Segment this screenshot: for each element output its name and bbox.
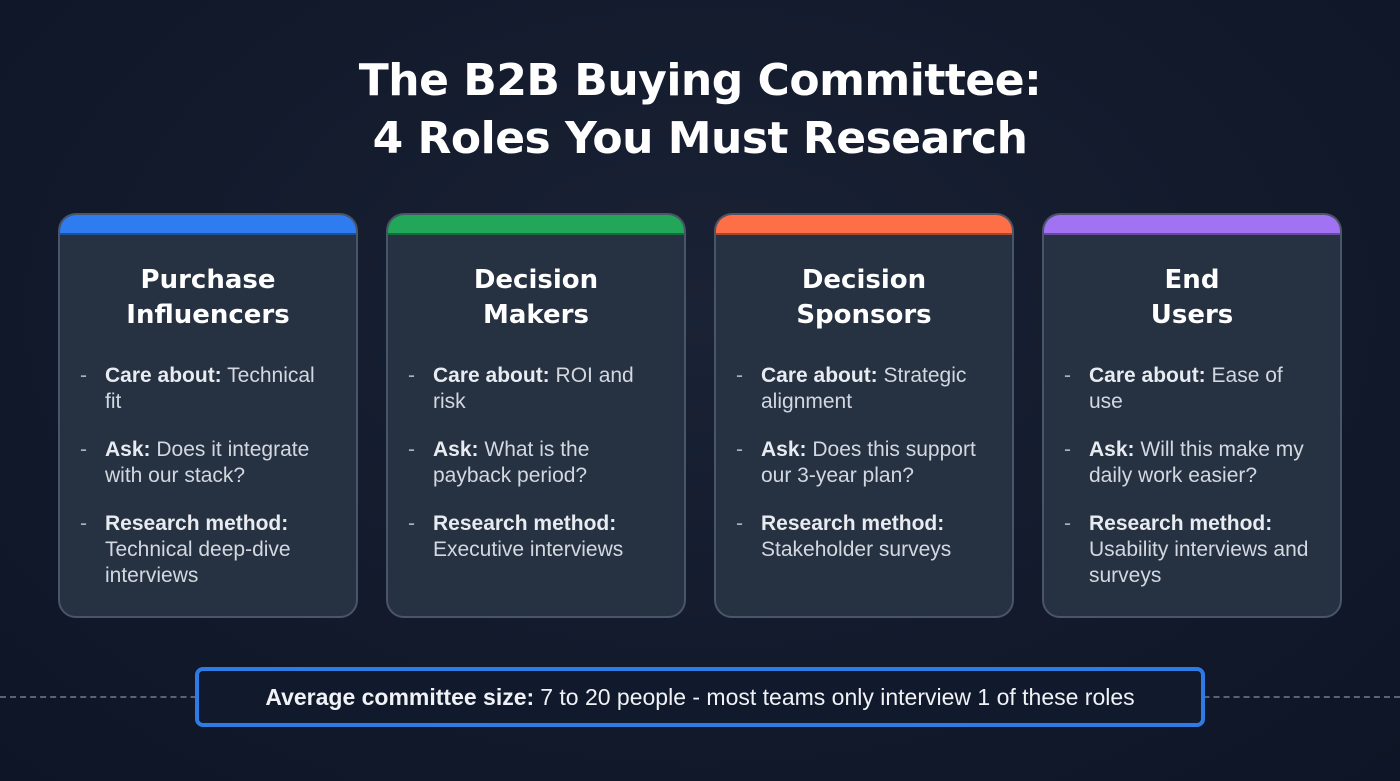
card-title-line-2: Makers bbox=[483, 300, 589, 330]
item-text: Technical deep-dive interviews bbox=[105, 538, 291, 587]
card-items: -Care about: Strategic alignment -Ask: D… bbox=[716, 363, 1012, 563]
bullet-dash: - bbox=[736, 364, 743, 387]
card-items: -Care about: Ease of use -Ask: Will this… bbox=[1044, 363, 1340, 589]
card-decision-sponsors: Decision Sponsors -Care about: Strategic… bbox=[714, 213, 1014, 618]
bullet-dash: - bbox=[736, 438, 743, 461]
item-label: Ask: bbox=[433, 438, 479, 461]
card-title: Purchase Influencers bbox=[60, 263, 356, 333]
item-text: ROI and risk bbox=[433, 364, 634, 413]
bullet-dash: - bbox=[1064, 438, 1071, 461]
item-label: Research method: bbox=[761, 512, 945, 535]
card-accent-bar bbox=[60, 215, 356, 235]
bullet-dash: - bbox=[80, 438, 87, 461]
item-label: Care about: bbox=[1089, 364, 1206, 387]
item-label: Ask: bbox=[761, 438, 807, 461]
role-cards: Purchase Influencers -Care about: Techni… bbox=[58, 213, 1342, 618]
item-text: Executive interviews bbox=[433, 538, 624, 561]
item-label: Care about: bbox=[433, 364, 550, 387]
committee-size-callout: Average committee size: 7 to 20 people -… bbox=[195, 667, 1205, 727]
bullet-dash: - bbox=[408, 364, 415, 387]
title-line-1: The B2B Buying Committee: bbox=[358, 55, 1042, 106]
card-title: End Users bbox=[1044, 263, 1340, 333]
item-label: Ask: bbox=[105, 438, 151, 461]
item-text: Does this support our 3-year plan? bbox=[761, 438, 976, 487]
card-purchase-influencers: Purchase Influencers -Care about: Techni… bbox=[58, 213, 358, 618]
card-title: Decision Makers bbox=[388, 263, 684, 333]
card-title-line-1: End bbox=[1164, 265, 1220, 295]
card-accent-bar bbox=[716, 215, 1012, 235]
item-label: Research method: bbox=[433, 512, 617, 535]
item-label: Care about: bbox=[105, 364, 222, 387]
card-title-line-2: Sponsors bbox=[796, 300, 932, 330]
item-text: Usability interviews and surveys bbox=[1089, 538, 1309, 587]
card-accent-bar bbox=[388, 215, 684, 235]
list-item: -Research method: Usability interviews a… bbox=[1064, 511, 1320, 589]
page-title: The B2B Buying Committee: 4 Roles You Mu… bbox=[0, 52, 1400, 168]
card-title: Decision Sponsors bbox=[716, 263, 1012, 333]
card-title-line-1: Decision bbox=[473, 265, 599, 295]
card-title-line-1: Decision bbox=[801, 265, 927, 295]
card-end-users: End Users -Care about: Ease of use -Ask:… bbox=[1042, 213, 1342, 618]
item-text: Does it integrate with our stack? bbox=[105, 438, 310, 487]
bullet-dash: - bbox=[80, 512, 87, 535]
list-item: -Ask: What is the payback period? bbox=[408, 437, 664, 489]
list-item: -Care about: ROI and risk bbox=[408, 363, 664, 415]
callout-label: Average committee size: bbox=[265, 683, 535, 710]
bullet-dash: - bbox=[408, 438, 415, 461]
item-text: Will this make my daily work easier? bbox=[1089, 438, 1304, 487]
list-item: -Care about: Strategic alignment bbox=[736, 363, 992, 415]
card-title-line-2: Influencers bbox=[126, 300, 290, 330]
bullet-dash: - bbox=[80, 364, 87, 387]
item-text: Technical fit bbox=[105, 364, 315, 413]
list-item: -Ask: Will this make my daily work easie… bbox=[1064, 437, 1320, 489]
list-item: -Ask: Does this support our 3-year plan? bbox=[736, 437, 992, 489]
card-title-line-2: Users bbox=[1150, 300, 1234, 330]
list-item: -Research method: Technical deep-dive in… bbox=[80, 511, 336, 589]
item-label: Ask: bbox=[1089, 438, 1135, 461]
bullet-dash: - bbox=[1064, 512, 1071, 535]
item-label: Care about: bbox=[761, 364, 878, 387]
card-title-line-1: Purchase bbox=[140, 265, 276, 295]
item-text: Ease of use bbox=[1089, 364, 1283, 413]
list-item: -Research method: Stakeholder surveys bbox=[736, 511, 992, 563]
title-line-2: 4 Roles You Must Research bbox=[372, 113, 1028, 164]
bullet-dash: - bbox=[736, 512, 743, 535]
card-items: -Care about: Technical fit -Ask: Does it… bbox=[60, 363, 356, 589]
card-items: -Care about: ROI and risk -Ask: What is … bbox=[388, 363, 684, 563]
list-item: -Ask: Does it integrate with our stack? bbox=[80, 437, 336, 489]
item-text: Stakeholder surveys bbox=[761, 538, 952, 561]
card-decision-makers: Decision Makers -Care about: ROI and ris… bbox=[386, 213, 686, 618]
bullet-dash: - bbox=[408, 512, 415, 535]
callout-text: 7 to 20 people - most teams only intervi… bbox=[540, 683, 1135, 710]
list-item: -Care about: Technical fit bbox=[80, 363, 336, 415]
card-accent-bar bbox=[1044, 215, 1340, 235]
item-label: Research method: bbox=[105, 512, 289, 535]
item-label: Research method: bbox=[1089, 512, 1273, 535]
list-item: -Care about: Ease of use bbox=[1064, 363, 1320, 415]
bullet-dash: - bbox=[1064, 364, 1071, 387]
item-text: Strategic alignment bbox=[761, 364, 967, 413]
list-item: -Research method: Executive interviews bbox=[408, 511, 664, 563]
item-text: What is the payback period? bbox=[433, 438, 590, 487]
